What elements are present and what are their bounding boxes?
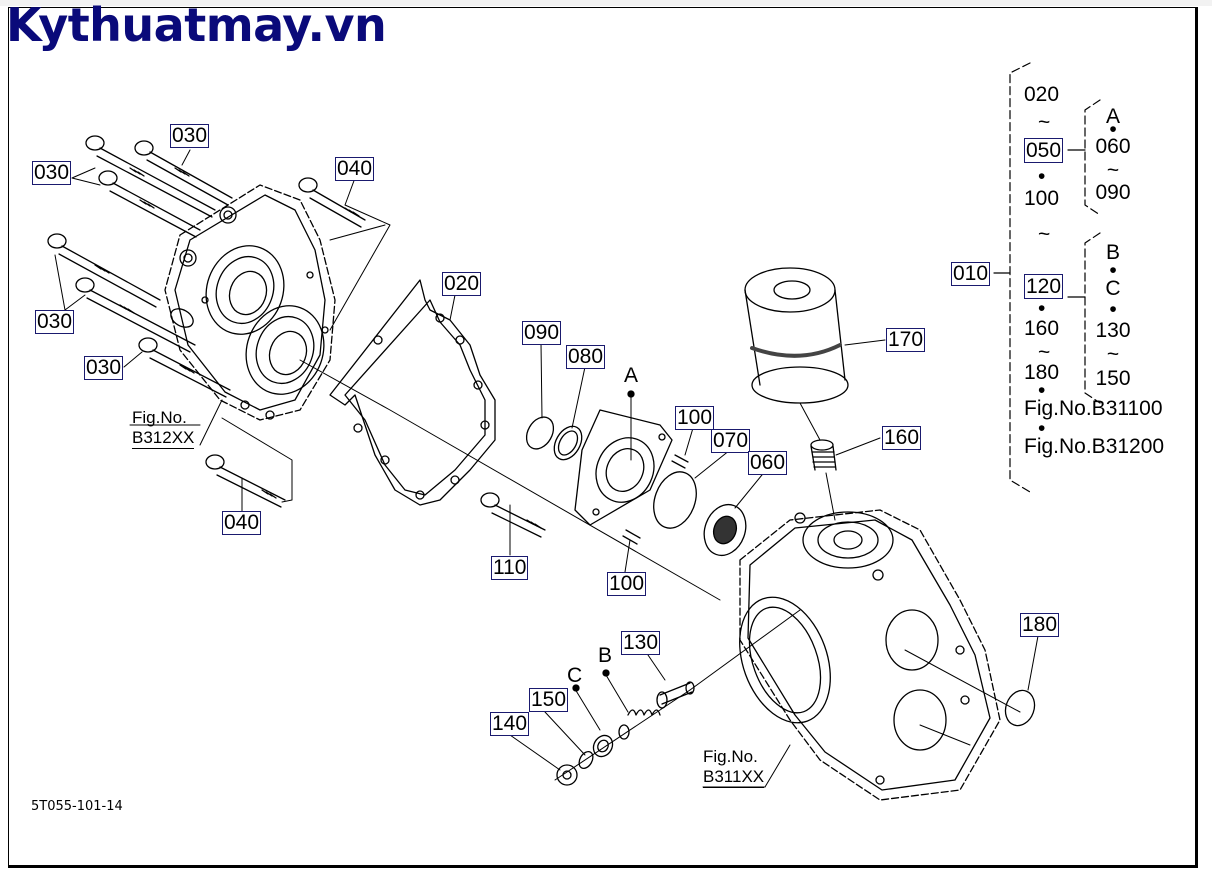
pin-100-bottom	[622, 529, 641, 545]
callout-040-bottom[interactable]: 040	[222, 511, 262, 535]
marker-A: A	[624, 364, 639, 387]
bolts-030-040	[47, 135, 366, 508]
callout-100-bottom[interactable]: 100	[607, 572, 647, 596]
pin-100-top	[671, 454, 689, 469]
top-strip	[0, 0, 1212, 6]
legend-item: 180	[1024, 361, 1060, 384]
callout-100-top[interactable]: 100	[675, 406, 715, 430]
legend-item-050[interactable]: 050	[1024, 138, 1064, 163]
legend-item: 130	[1095, 319, 1131, 342]
callout-170[interactable]: 170	[886, 328, 926, 352]
nipple-160	[810, 439, 837, 471]
legend-item: B	[1105, 241, 1120, 264]
drawing-code: 5T055-101-14	[31, 799, 123, 814]
legend-item-120[interactable]: 120	[1024, 274, 1064, 299]
legend-dot: •	[1109, 298, 1117, 321]
legend-dot: •	[1109, 259, 1117, 282]
callout-020[interactable]: 020	[442, 272, 482, 296]
fig-ref-number[interactable]: B311XX	[703, 767, 765, 788]
legend-range: ~	[1106, 159, 1120, 182]
callout-130[interactable]: 130	[621, 631, 661, 655]
marker-dot-A	[627, 390, 635, 398]
callout-030-left1[interactable]: 030	[32, 161, 72, 185]
snap-ring-090	[525, 416, 555, 450]
callout-040-top[interactable]: 040	[335, 157, 375, 181]
gasket-020	[329, 279, 496, 506]
legend-group-a: A • 060 ~ 090	[1091, 106, 1135, 206]
callout-060[interactable]: 060	[748, 451, 788, 475]
rear-cover-housing	[164, 184, 336, 421]
legend-item: 160	[1024, 317, 1060, 340]
legend-item: 020	[1024, 83, 1060, 106]
callout-030-left3[interactable]: 030	[84, 356, 124, 380]
callout-110[interactable]: 110	[491, 556, 529, 580]
marker-B: B	[598, 644, 613, 667]
pump-flange-A	[574, 409, 673, 526]
marker-dot-C	[572, 684, 580, 692]
fig-ref-housing: Fig.No. B311XX	[703, 747, 765, 788]
legend-item: 100	[1024, 187, 1060, 210]
callout-030-top[interactable]: 030	[170, 124, 210, 148]
legend-fig-b31100[interactable]: Fig.No.B31100	[1024, 397, 1163, 420]
callout-070[interactable]: 070	[711, 429, 751, 453]
callout-160[interactable]: 160	[882, 426, 922, 450]
legend-col1: 020 ~ 050 • 100 ~ 120 • 160 ~ 180 • Fig.…	[1024, 84, 1184, 460]
relief-valve-parts	[554, 609, 801, 786]
legend-dot: •	[1038, 417, 1046, 440]
legend-item: 060	[1095, 135, 1131, 158]
fig-ref-number[interactable]: B312XX	[132, 428, 195, 449]
legend-group-bc: B • C • 130 ~ 150	[1091, 242, 1135, 392]
fig-ref-rear-cover: Fig.No. B312XX	[132, 408, 195, 449]
bolt-110	[480, 492, 546, 538]
callout-140[interactable]: 140	[490, 712, 530, 736]
strainer-060	[703, 503, 747, 557]
leader-lines	[54, 149, 1039, 788]
transmission-housing	[739, 509, 1001, 801]
legend-range: ~	[1038, 223, 1051, 246]
legend-dot: •	[1109, 118, 1117, 141]
fig-ref-label: Fig.No.	[132, 408, 187, 427]
legend-dot: •	[1038, 297, 1046, 320]
legend-item: A	[1105, 105, 1120, 128]
legend-item: 150	[1095, 367, 1131, 390]
marker-dot-B	[602, 669, 610, 677]
legend-brackets	[993, 62, 1101, 493]
legend-root-010[interactable]: 010	[951, 262, 991, 286]
o-ring-070	[653, 471, 697, 529]
marker-C: C	[567, 664, 583, 687]
callout-180[interactable]: 180	[1020, 613, 1060, 637]
callout-080[interactable]: 080	[566, 345, 606, 369]
legend-fig-b31200[interactable]: Fig.No.B31200	[1024, 435, 1165, 458]
callout-030-left2[interactable]: 030	[35, 310, 75, 334]
oil-filter-170	[744, 267, 849, 404]
legend-dot: •	[1038, 165, 1046, 188]
legend-range: ~	[1038, 111, 1051, 134]
fig-ref-label: Fig.No.	[703, 747, 758, 766]
legend-range: ~	[1038, 341, 1051, 364]
drawing-frame	[8, 7, 1198, 868]
site-watermark: Kythuatmay.vn	[6, 0, 387, 52]
snap-ring-180	[1004, 689, 1036, 727]
legend-item: 090	[1095, 181, 1131, 204]
callout-090[interactable]: 090	[522, 321, 562, 345]
legend-dot: •	[1038, 379, 1046, 402]
legend-range: ~	[1106, 343, 1120, 366]
callout-150[interactable]: 150	[529, 688, 569, 712]
legend-item: C	[1105, 277, 1121, 300]
oil-seal-080	[553, 425, 583, 461]
